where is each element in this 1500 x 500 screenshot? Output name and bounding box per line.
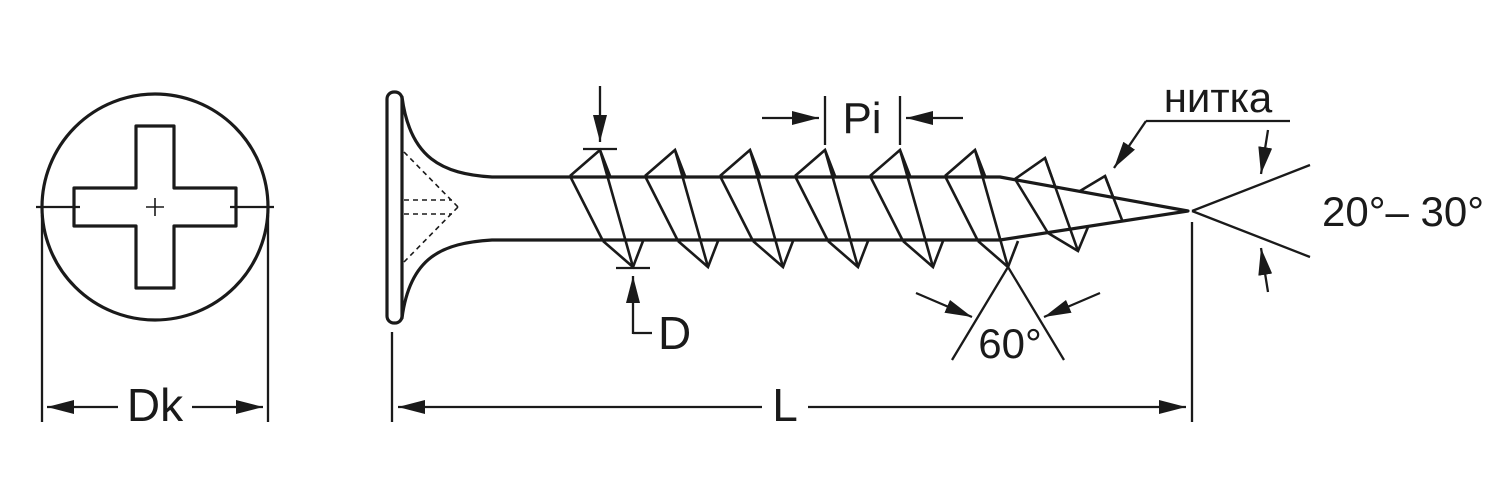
thread-callout-label: нитка: [1164, 74, 1273, 121]
d-label: D: [658, 307, 691, 359]
screw-side-view: [385, 90, 1190, 325]
thread-callout: нитка: [1113, 74, 1290, 169]
flank-angle-arrow-right: [1043, 291, 1101, 319]
flank-angle-annotation: 60°: [915, 266, 1101, 367]
tip-angle-label: 20°– 30°: [1322, 188, 1484, 235]
l-label: L: [772, 379, 798, 431]
center-mark-icon: [146, 198, 164, 216]
thread-callout-arrow: [1113, 120, 1147, 169]
screw-head-cap: [385, 90, 404, 325]
pi-extension-lines: [823, 96, 902, 145]
thread-helix-lines: [598, 149, 1124, 268]
pi-label: Pi: [842, 94, 881, 143]
pi-dimension: Pi: [762, 94, 963, 145]
thread-helix-lines-secondary: [568, 175, 1050, 242]
phillips-cross-recess: [72, 124, 238, 290]
dk-label: Dk: [127, 379, 184, 431]
dk-dimension: Dk: [40, 215, 270, 431]
head-top-view: [36, 92, 274, 322]
dk-extension-lines: [40, 215, 270, 422]
tip-angle-arrow-top: [1258, 129, 1273, 175]
d-leader-elbow: [616, 266, 652, 335]
screw-body-outline: [400, 95, 1190, 320]
l-dimension: L: [390, 222, 1194, 431]
flank-angle-lines: [951, 266, 1065, 361]
tip-angle-arrow-bottom: [1258, 247, 1273, 293]
tip-angle-annotation: 20°– 30°: [1191, 129, 1484, 293]
flank-angle-arrow-left: [915, 291, 973, 319]
d-dimension: D: [583, 86, 691, 359]
hidden-recess-lines: [403, 151, 459, 263]
l-extension-lines: [390, 222, 1194, 422]
tip-angle-lines: [1191, 163, 1311, 259]
flank-angle-label: 60°: [978, 320, 1042, 367]
